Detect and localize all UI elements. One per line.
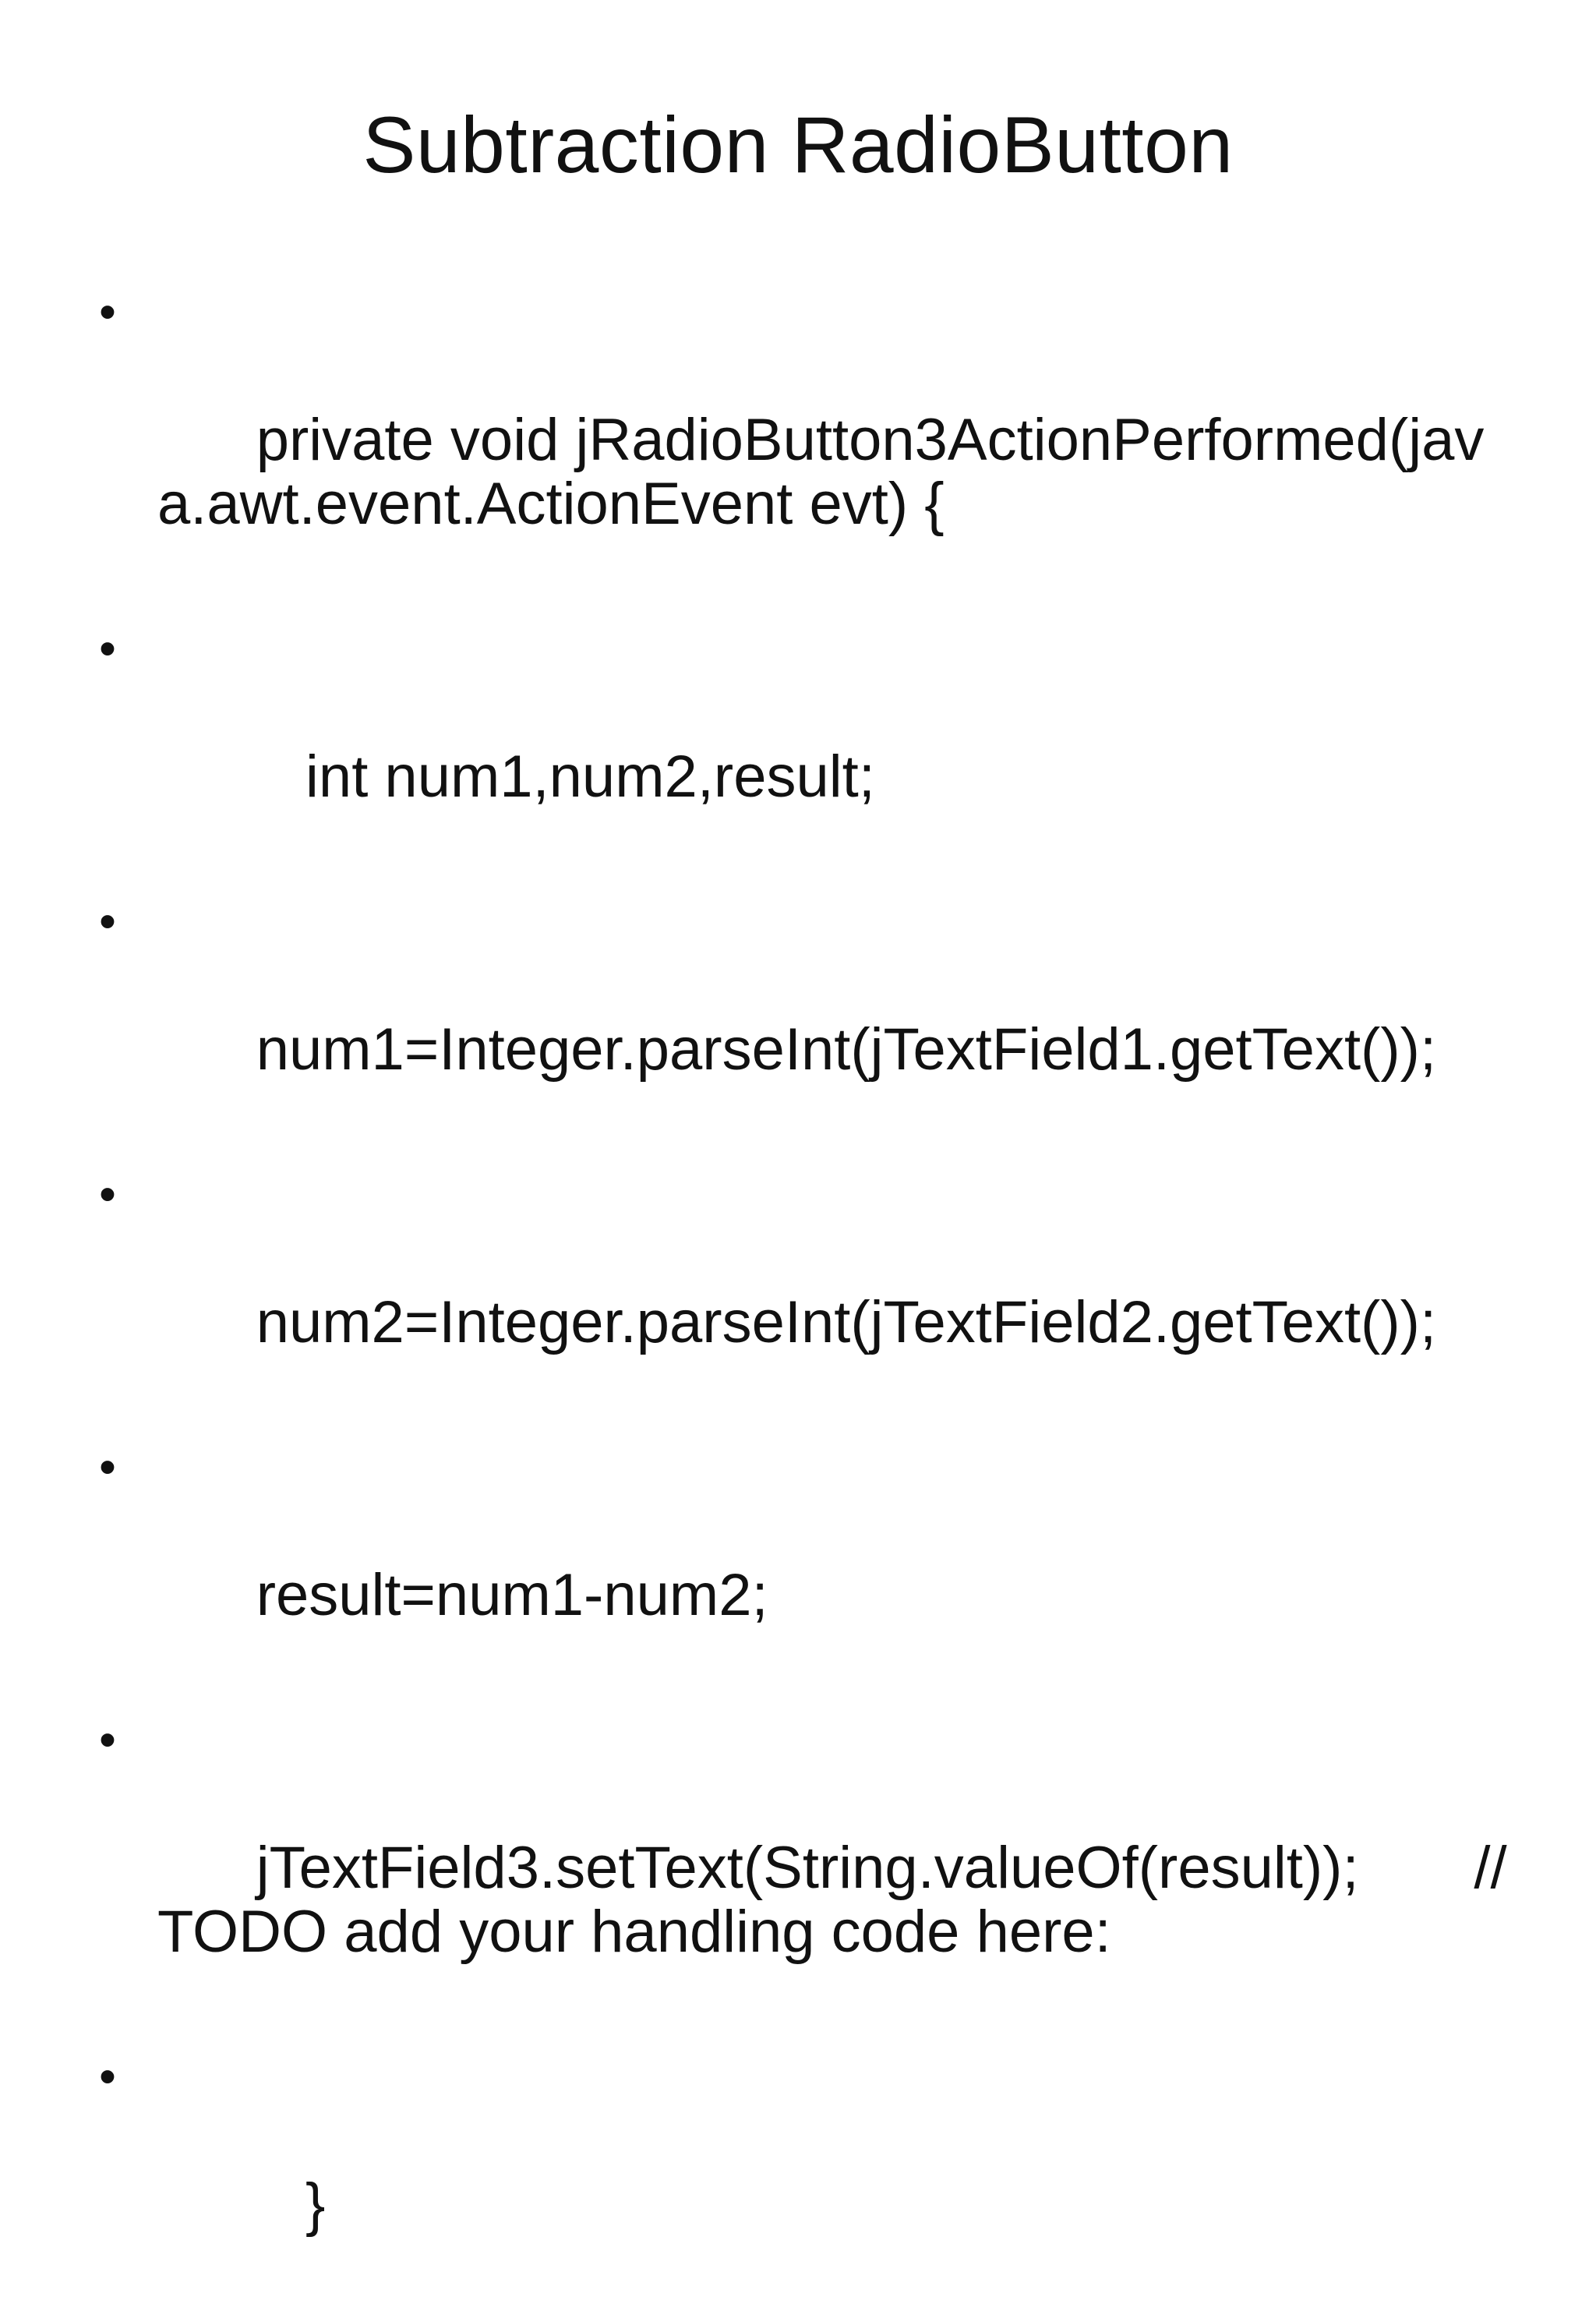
bullet-dot-icon: •: [99, 1168, 116, 1221]
slide-title: Subtraction RadioButton: [362, 101, 1234, 189]
bullet-dot-icon: •: [99, 285, 116, 339]
bullet-item: • result=num1-num2;: [92, 1436, 1510, 1691]
bullet-dot-icon: •: [99, 1713, 116, 1767]
bullet-dot-icon: •: [99, 2050, 116, 2104]
bullet-text: int num1,num2,result;: [256, 744, 875, 810]
bullet-item: • jTextField3.setText(String.valueOf(res…: [92, 1708, 1510, 2028]
bullet-text: }: [256, 2171, 326, 2238]
bullet-text: private void jRadioButton3ActionPerforme…: [157, 407, 1485, 537]
bullet-item: • num2=Integer.parseInt(jTextField2.getT…: [92, 1163, 1510, 1419]
bullet-text: num1=Integer.parseInt(jTextField1.getTex…: [256, 1016, 1437, 1083]
bullet-list: • private void jRadioButton3ActionPerfor…: [92, 281, 1510, 2318]
bullet-text: result=num1-num2;: [256, 1562, 768, 1628]
bullet-dot-icon: •: [99, 895, 116, 949]
bullet-dot-icon: •: [99, 622, 116, 676]
bullet-item: • num1=Integer.parseInt(jTextField1.getT…: [92, 890, 1510, 1146]
bullet-text: num2=Integer.parseInt(jTextField2.getTex…: [256, 1289, 1437, 1355]
bullet-item: • }: [92, 2045, 1510, 2301]
bullet-dot-icon: •: [99, 1440, 116, 1494]
bullet-text: jTextField3.setText(String.valueOf(resul…: [157, 1835, 1523, 1965]
bullet-item: • int num1,num2,result;: [92, 617, 1510, 873]
slide: Subtraction RadioButton • private void j…: [99, 101, 1507, 2237]
bullet-item: • private void jRadioButton3ActionPerfor…: [92, 281, 1510, 600]
